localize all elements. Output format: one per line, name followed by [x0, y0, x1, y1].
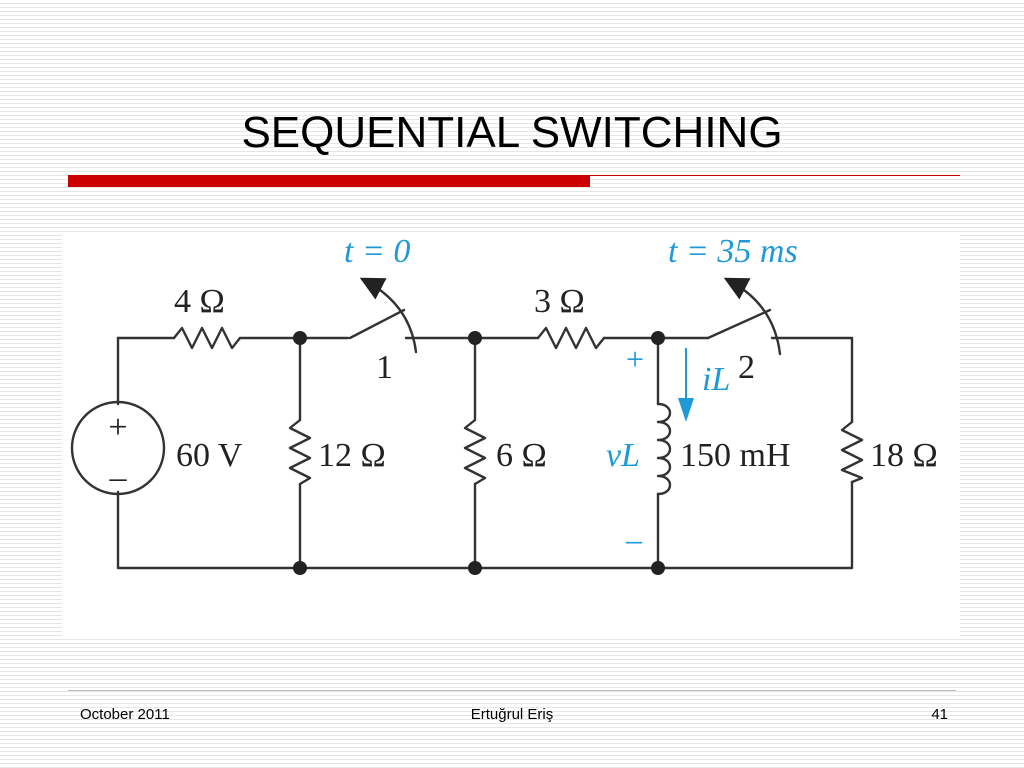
node-c	[651, 331, 665, 345]
circuit-diagram: + – 60 V 4 Ω 12 Ω 6 Ω 3 Ω 18 Ω 150 mH t …	[62, 232, 960, 638]
inductor-label: 150 mH	[680, 437, 791, 474]
slide-title: SEQUENTIAL SWITCHING	[241, 108, 783, 157]
switch-1-label: 1	[376, 349, 393, 386]
node-f	[651, 561, 665, 575]
switch-2-label: 2	[738, 349, 755, 386]
node-b	[468, 331, 482, 345]
r2-label: 12 Ω	[318, 437, 386, 474]
switch-2-time: t = 35 ms	[668, 233, 798, 270]
source-plus: +	[108, 409, 127, 446]
circuit-svg: + – 60 V 4 Ω 12 Ω 6 Ω 3 Ω 18 Ω 150 mH t …	[70, 233, 938, 575]
wire-top-5	[770, 336, 854, 424]
resistor-3ohm	[536, 326, 606, 350]
resistor-18ohm	[840, 420, 864, 484]
node-e	[468, 561, 482, 575]
switch-2-arc	[723, 277, 782, 356]
footer-author: Ertuğrul Eriş	[470, 706, 554, 723]
title-underline-thin	[590, 175, 960, 176]
resistor-4ohm	[172, 326, 242, 350]
source-voltage-label: 60 V	[176, 437, 243, 474]
node-d	[293, 561, 307, 575]
node-a	[293, 331, 307, 345]
footer-date: October 2011	[80, 706, 170, 723]
switch-1-time: t = 0	[344, 233, 410, 270]
resistor-6ohm	[463, 418, 487, 486]
r3-label: 6 Ω	[496, 437, 547, 474]
switch-1-blade	[348, 308, 406, 340]
footer-divider	[68, 690, 956, 691]
source-minus: –	[109, 459, 128, 496]
switch-1-arc	[359, 277, 418, 354]
v-plus: +	[626, 341, 644, 377]
r5-label: 18 Ω	[870, 437, 938, 474]
inductor-coil	[656, 402, 672, 496]
r4-label: 3 Ω	[534, 283, 585, 320]
voltage-label: vL	[606, 437, 640, 474]
voltage-source	[70, 400, 166, 496]
current-arrow	[678, 348, 694, 422]
title-underline-red	[68, 175, 590, 187]
switch-2-blade	[706, 308, 772, 340]
resistor-12ohm	[288, 418, 312, 486]
current-label: iL	[702, 361, 730, 398]
wire-bottom	[116, 480, 854, 570]
v-minus: –	[625, 521, 643, 557]
r1-label: 4 Ω	[174, 283, 225, 320]
page-number: 41	[931, 706, 948, 723]
